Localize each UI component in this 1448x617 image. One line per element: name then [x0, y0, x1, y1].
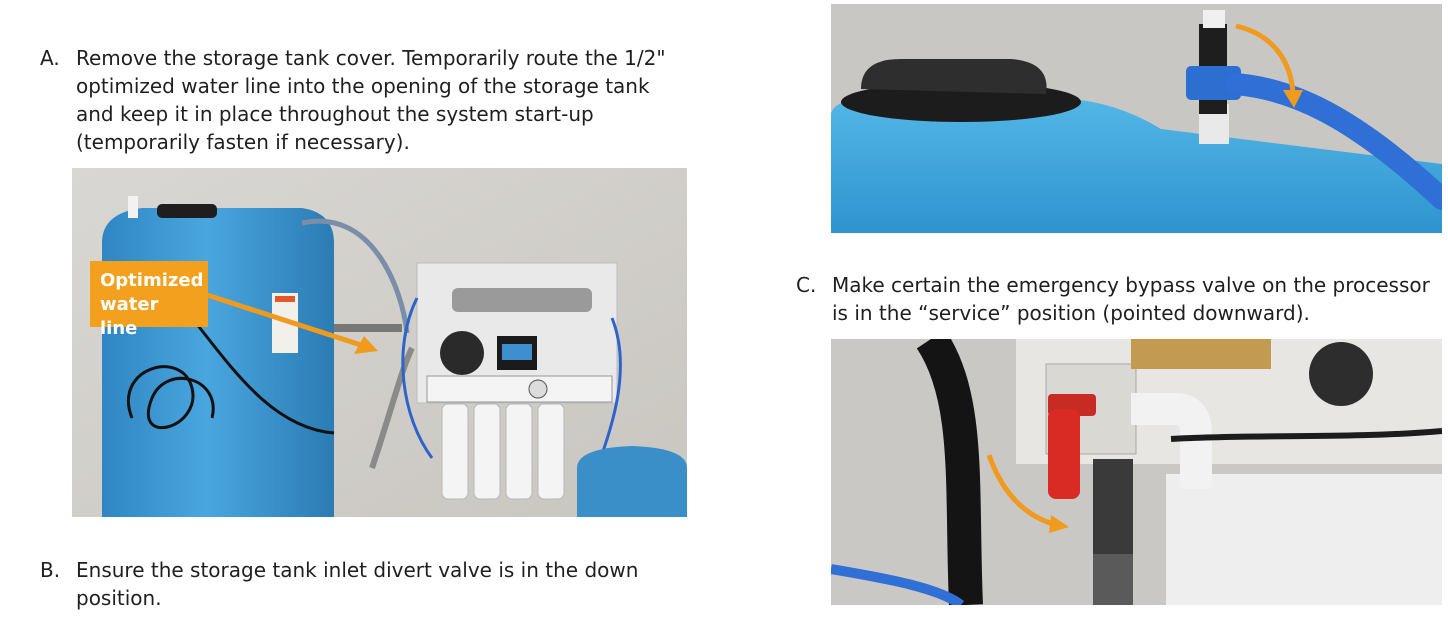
step-c: C. Make certain the emergency bypass val… [796, 271, 1446, 329]
system-photo-illustration [72, 168, 687, 517]
housing [1166, 474, 1442, 605]
divert-valve-handle [1186, 66, 1241, 100]
step-a-text: Remove the storage tank cover. Temporari… [76, 46, 666, 154]
blue-hose [1225, 73, 1442, 210]
tank-cover [157, 204, 217, 218]
black-hose [916, 339, 983, 605]
step-a: A. Remove the storage tank cover. Tempor… [40, 44, 680, 160]
system-photo: Optimized water line [72, 168, 687, 517]
divert-valve-illustration [831, 4, 1442, 233]
optimized-water-line-callout: Optimized water line [90, 261, 208, 339]
step-c-text: Make certain the emergency bypass valve … [832, 273, 1430, 325]
callout-arrow [203, 291, 365, 349]
bypass-valve-handle [1048, 409, 1080, 499]
bypass-valve-illustration [831, 339, 1442, 605]
divert-valve-photo [831, 4, 1442, 233]
step-c-letter: C. [796, 273, 817, 297]
step-b: B. Ensure the storage tank inlet divert … [40, 556, 680, 614]
direction-arrow [986, 454, 1054, 527]
tank-top [831, 99, 1442, 233]
pressure-tank [577, 446, 687, 517]
storage-tank [102, 208, 334, 517]
bypass-valve-body [1093, 459, 1133, 554]
pump-motor [440, 331, 484, 375]
bypass-valve-photo [831, 339, 1442, 605]
direction-arrow [1235, 23, 1296, 95]
step-a-letter: A. [40, 46, 60, 70]
step-b-letter: B. [40, 558, 61, 582]
step-b-text: Ensure the storage tank inlet divert val… [76, 558, 639, 610]
